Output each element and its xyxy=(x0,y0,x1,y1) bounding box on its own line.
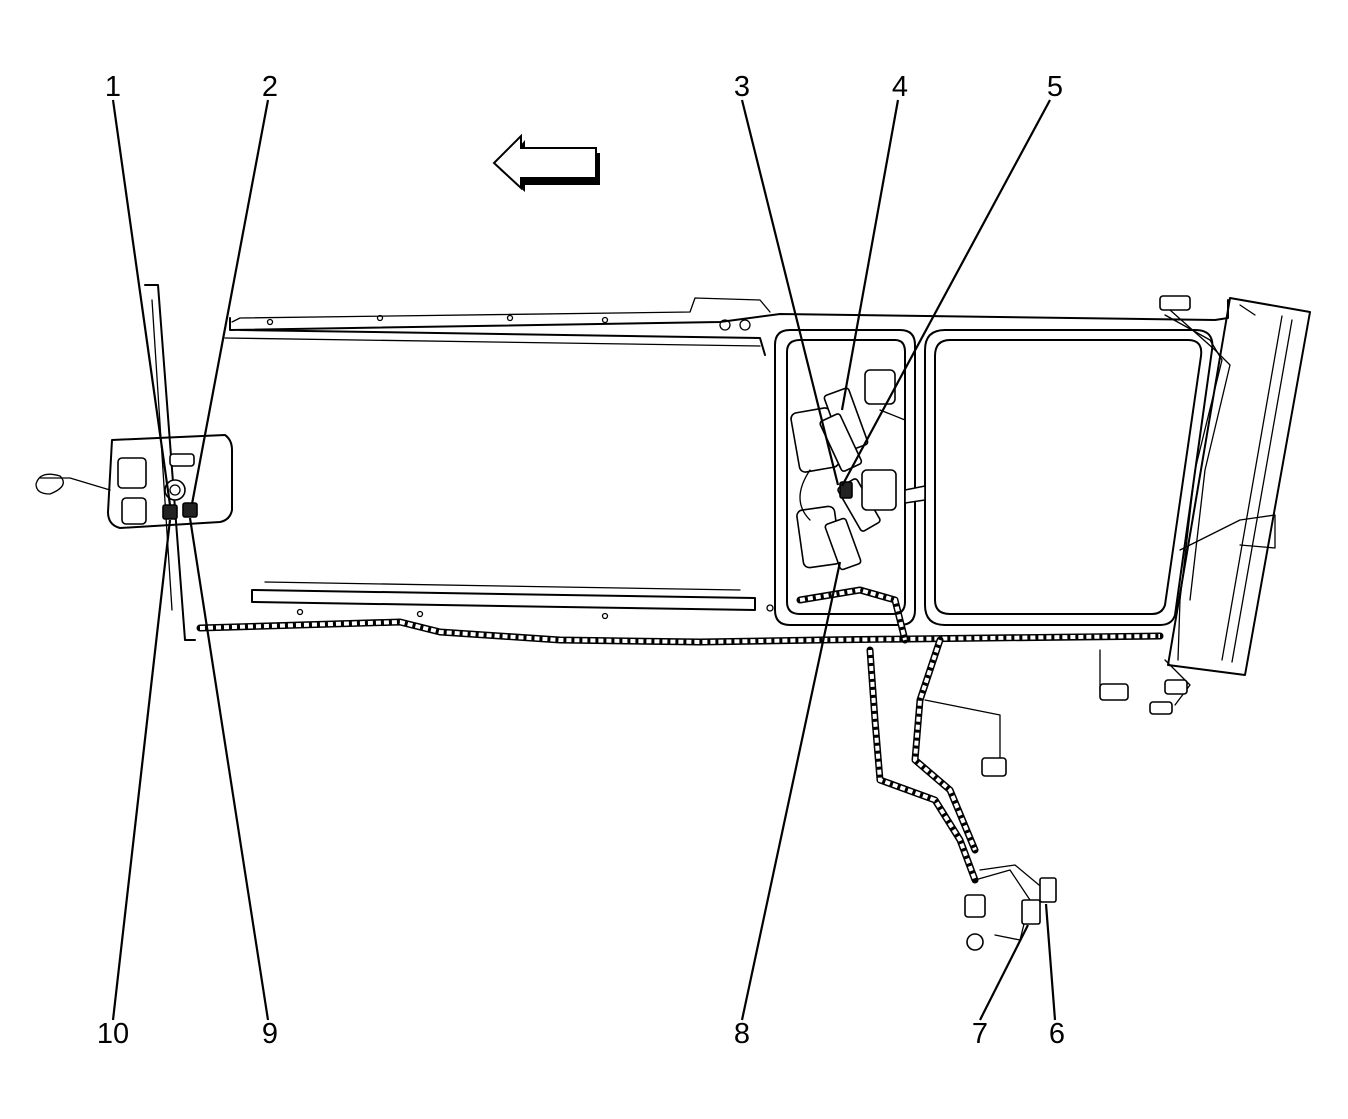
leader-6 xyxy=(1044,903,1057,1021)
roof-frame xyxy=(144,284,1311,676)
leader-9 xyxy=(188,517,270,1021)
arrow-left-icon xyxy=(492,133,600,192)
callout-1: 1 xyxy=(105,71,121,103)
callout-7: 7 xyxy=(972,1018,988,1050)
rear-connectors xyxy=(964,295,1191,951)
callout-labels: 1 2 3 4 5 6 7 8 9 10 xyxy=(97,71,1065,1050)
callout-5: 5 xyxy=(1047,71,1063,103)
leader-7 xyxy=(979,924,1029,1021)
center-connector-cluster xyxy=(790,369,926,571)
leader-10 xyxy=(111,519,172,1021)
callout-4: 4 xyxy=(892,71,908,103)
callout-9: 9 xyxy=(262,1018,278,1050)
leader-2 xyxy=(190,99,270,505)
callout-10: 10 xyxy=(97,1018,129,1050)
wiring-harness xyxy=(39,309,1276,941)
leader-3 xyxy=(740,99,840,486)
leader-lines xyxy=(111,99,1057,1021)
callout-3: 3 xyxy=(734,71,750,103)
callout-2: 2 xyxy=(262,71,278,103)
callout-6: 6 xyxy=(1049,1018,1065,1050)
leader-8 xyxy=(740,561,842,1021)
leader-1 xyxy=(111,99,172,506)
leader-4 xyxy=(840,99,900,411)
leader-5 xyxy=(841,99,1051,487)
callout-8: 8 xyxy=(734,1018,750,1050)
